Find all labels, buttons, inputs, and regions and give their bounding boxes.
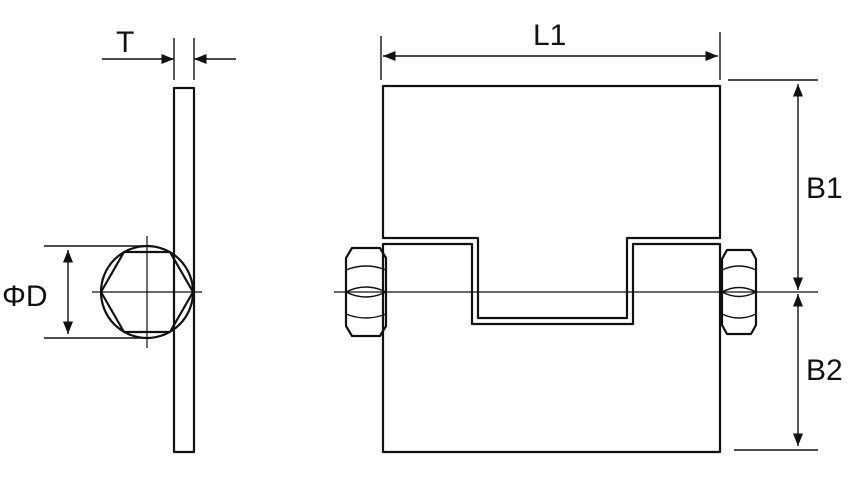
l1-label: L1 [533,19,566,52]
hex-nut-left [344,246,388,338]
hex-nut-right [720,248,758,336]
b2-label: B2 [806,354,843,387]
side-view: T ΦD [2,26,236,454]
b1-label: B1 [806,172,843,205]
t-label: T [116,26,134,59]
d-label: ΦD [2,280,48,313]
lower-leaf [381,242,722,454]
side-view-plate [172,86,196,454]
upper-leaf [381,84,722,320]
front-view: L1 B1 B2 [334,19,843,454]
